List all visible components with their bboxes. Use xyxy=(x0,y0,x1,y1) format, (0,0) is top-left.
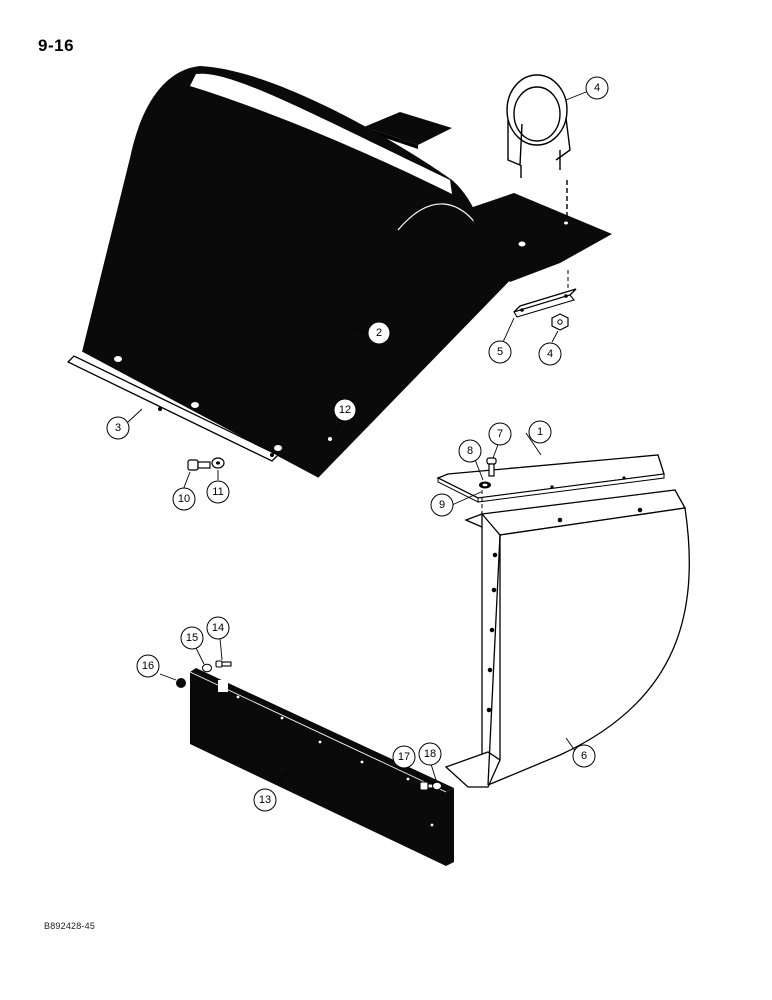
callout-label: 2 xyxy=(376,327,382,339)
callout-15: 15 xyxy=(180,626,204,650)
washer-18-icon xyxy=(432,781,442,791)
mud-flap-part-13 xyxy=(189,668,454,866)
callout-label: 17 xyxy=(398,751,410,763)
callout-1: 1 xyxy=(528,420,552,444)
nut-12-icon xyxy=(323,432,337,446)
callout-4-top: 4 xyxy=(585,76,609,100)
fender-part-2 xyxy=(81,66,612,479)
callout-label: 16 xyxy=(142,660,154,672)
callout-5: 5 xyxy=(488,340,512,364)
callout-4-bottom: 4 xyxy=(538,342,562,366)
nut-16-icon xyxy=(176,678,186,688)
fender-extension-part-6 xyxy=(444,489,690,788)
callout-label: 6 xyxy=(581,750,587,762)
callout-label: 13 xyxy=(259,794,271,806)
callout-11: 11 xyxy=(206,480,230,504)
bolt-14-icon xyxy=(215,660,232,668)
callout-label: 10 xyxy=(178,493,190,505)
callout-7: 7 xyxy=(488,422,512,446)
callout-label: 7 xyxy=(497,428,503,440)
callout-13: 13 xyxy=(253,788,277,812)
mounting-strip-part-3 xyxy=(66,355,280,462)
bolt-10-icon xyxy=(187,459,211,471)
page-number: 9-16 xyxy=(38,36,75,55)
washer-15-icon xyxy=(202,663,212,673)
nut-icon xyxy=(551,313,569,331)
callout-label: 5 xyxy=(497,346,503,358)
callout-18: 18 xyxy=(418,742,442,766)
bolt-7-icon xyxy=(486,457,497,477)
callout-label: 12 xyxy=(339,404,351,416)
callout-label: 9 xyxy=(439,499,445,511)
backing-plate-part-5 xyxy=(513,270,577,318)
u-bolt-clamp-part-4 xyxy=(506,74,571,220)
callout-12: 12 xyxy=(333,398,357,422)
figure-code: B892428-45 xyxy=(44,921,96,931)
callout-16: 16 xyxy=(136,654,160,678)
callout-10: 10 xyxy=(172,487,196,511)
callout-label: 8 xyxy=(467,445,473,457)
callout-label: 4 xyxy=(547,348,553,360)
callout-17: 17 xyxy=(392,745,416,769)
callout-label: 18 xyxy=(424,748,436,760)
top-plate-part-1 xyxy=(436,454,665,503)
callout-14: 14 xyxy=(206,616,230,640)
callout-3: 3 xyxy=(106,416,130,440)
callout-6: 6 xyxy=(572,744,596,768)
callout-8: 8 xyxy=(458,439,482,463)
washer-8-icon xyxy=(479,481,491,489)
callout-2: 2 xyxy=(367,321,391,345)
callout-9: 9 xyxy=(430,493,454,517)
callout-label: 3 xyxy=(115,422,121,434)
callout-label: 1 xyxy=(537,426,543,438)
callout-label: 14 xyxy=(212,622,224,634)
callout-label: 15 xyxy=(186,632,198,644)
washer-11-icon xyxy=(211,457,225,469)
callout-label: 4 xyxy=(594,82,600,94)
callout-label: 11 xyxy=(212,486,223,498)
